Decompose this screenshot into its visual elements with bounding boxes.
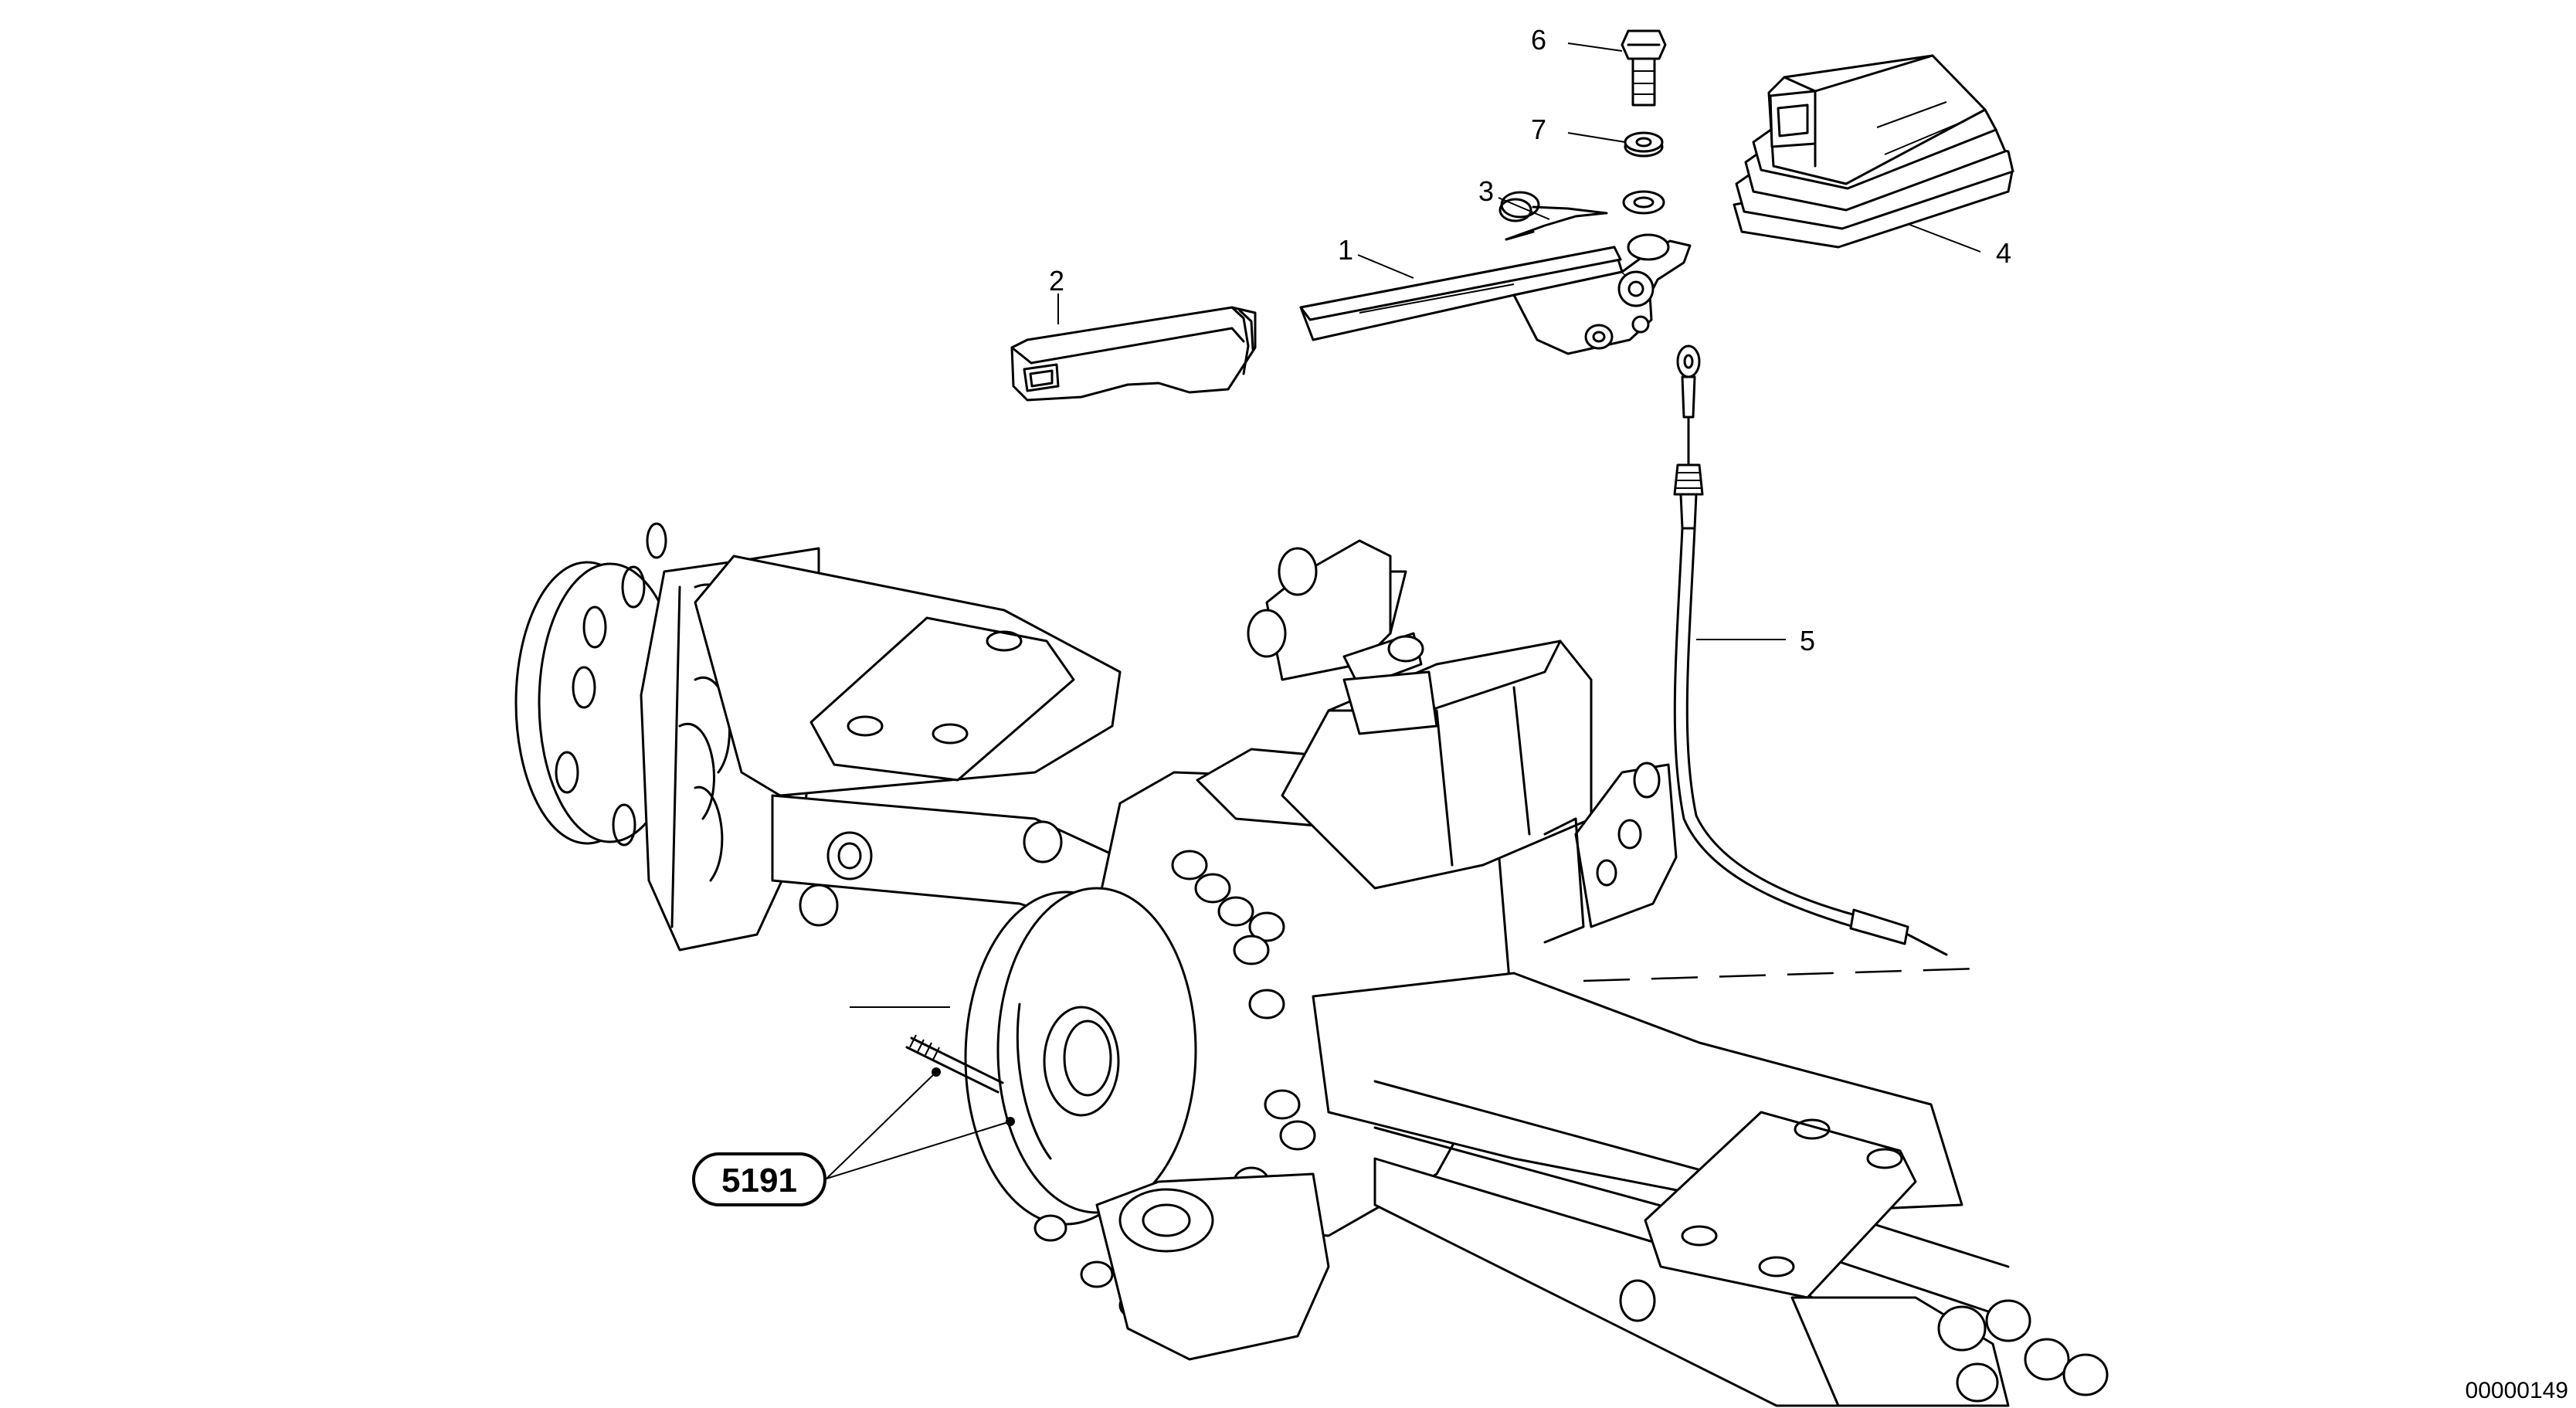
centerlines <box>850 967 1978 1008</box>
document-number: 00000149 <box>2466 1378 2568 1403</box>
callout-labels: 6 7 3 1 2 4 5 <box>1049 24 2011 657</box>
callout-7: 7 <box>1531 114 1546 145</box>
part-5-cable <box>1673 344 1948 956</box>
stud <box>905 1034 1015 1126</box>
callout-4: 4 <box>1996 237 2011 269</box>
callout-3: 3 <box>1478 175 1494 207</box>
callout-1: 1 <box>1338 234 1353 266</box>
part-6-bolt <box>1621 29 1667 107</box>
callout-2: 2 <box>1049 265 1064 297</box>
part-7-washer <box>1624 131 1664 158</box>
leader-lines <box>826 42 1981 1179</box>
part-3-spring <box>1498 190 1665 241</box>
reference-box: 5191 <box>692 1152 826 1206</box>
callout-6: 6 <box>1531 24 1546 56</box>
callout-5: 5 <box>1800 625 1815 657</box>
axle-assembly <box>514 522 2109 1407</box>
reference-box-label: 5191 <box>721 1162 797 1199</box>
part-4-boot <box>1733 54 2014 249</box>
part-2-grip <box>1010 306 1257 402</box>
part-1-lever <box>1299 233 1692 355</box>
